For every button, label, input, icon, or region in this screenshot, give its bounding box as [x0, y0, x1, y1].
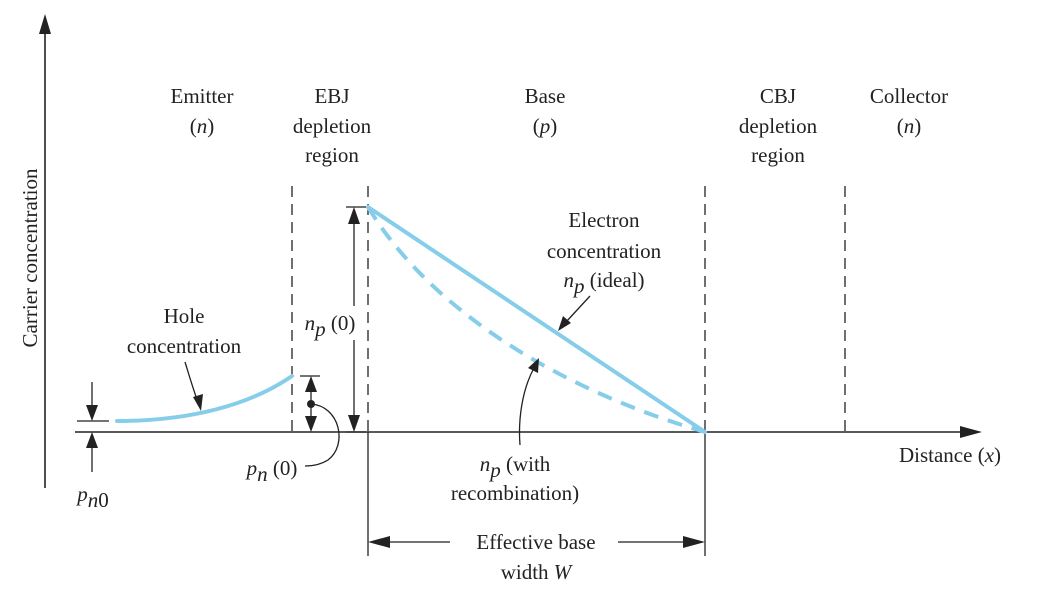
ebj-label-line1: EBJ [314, 84, 349, 108]
emitter-label-line2: (n) [190, 114, 215, 138]
width-label-line1: Effective base [476, 530, 595, 554]
electron-label-line3: np (ideal) [563, 268, 644, 298]
cbj-label-line3: region [751, 143, 805, 167]
y-axis [39, 14, 51, 488]
electron-ideal-pointer [558, 295, 591, 331]
ebj-label-line2: depletion [293, 114, 372, 138]
base-width-label: Effective base width W [476, 530, 595, 584]
electron-label-line1: Electron [568, 208, 640, 232]
pn0-dimension [300, 375, 320, 432]
electron-ideal-line [366, 205, 707, 434]
pn0-leader [304, 403, 340, 467]
collector-label: Collector (n) [870, 84, 948, 138]
recomb-label-line2: recombination) [451, 481, 579, 505]
cbj-label: CBJ depletion region [739, 84, 818, 167]
collector-label-line2: (n) [897, 114, 922, 138]
pn0-equilibrium-indicator [77, 382, 109, 472]
electron-recombination-curve [366, 205, 706, 434]
recomb-label-line1: np (with [480, 452, 551, 482]
recombination-label: np (with recombination) [451, 452, 579, 505]
hole-pointer-arrow [184, 361, 203, 411]
electron-label-line2: concentration [547, 239, 662, 263]
hole-concentration-curve [115, 374, 294, 423]
x-axis-label: Distance (x) [899, 443, 1001, 467]
np0-dimension [346, 206, 366, 433]
cbj-label-line2: depletion [739, 114, 818, 138]
electron-concentration-label: Electron concentration np (ideal) [547, 208, 662, 298]
pn0-equilibrium-label: pn0 [75, 482, 109, 512]
base-label-line1: Base [525, 84, 566, 108]
hole-concentration-label: Hole concentration [127, 304, 242, 358]
base-label: Base (p) [525, 84, 566, 138]
emitter-label-line1: Emitter [171, 84, 234, 108]
emitter-label: Emitter (n) [171, 84, 234, 138]
hole-label-line2: concentration [127, 334, 242, 358]
hole-label-line1: Hole [164, 304, 205, 328]
recombination-pointer [518, 358, 539, 446]
width-label-line2: width W [501, 560, 574, 584]
pn0-label: pn (0) [245, 456, 298, 486]
x-axis [75, 426, 982, 438]
collector-label-line1: Collector [870, 84, 948, 108]
base-label-line2: (p) [533, 114, 558, 138]
ebj-label: EBJ depletion region [293, 84, 372, 167]
np0-label: np (0) [305, 311, 356, 341]
base-width-dimension [368, 536, 705, 548]
cbj-label-line1: CBJ [760, 84, 796, 108]
y-axis-label: Carrier concentration [18, 168, 42, 347]
ebj-label-line3: region [305, 143, 359, 167]
